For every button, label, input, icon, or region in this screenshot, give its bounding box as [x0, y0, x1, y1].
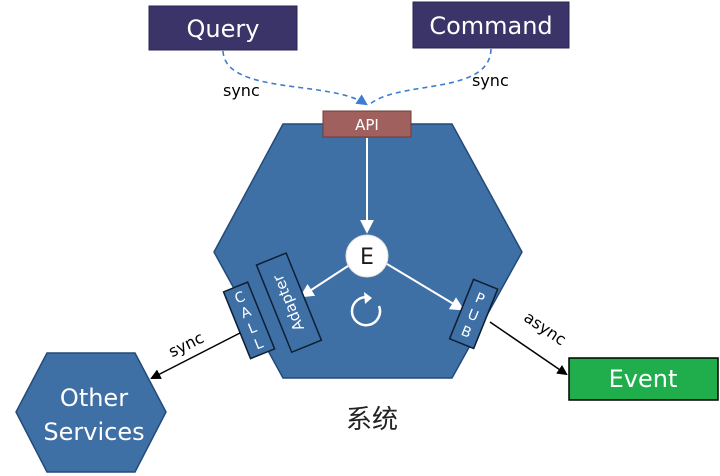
call-sync-label: sync — [165, 328, 206, 361]
pub-port: P U B — [448, 278, 499, 350]
query-to-api-arrow — [222, 50, 368, 106]
query-sync-label: sync — [223, 81, 260, 100]
other-services-label-line1: Other — [60, 384, 128, 412]
event-label: Event — [609, 365, 678, 393]
other-services-node: Other Services — [15, 352, 167, 473]
call-to-other-services-arrow — [150, 332, 241, 379]
entity-to-pub-arrow — [386, 263, 465, 311]
api-label: API — [355, 116, 379, 134]
command-sync-label: sync — [472, 71, 509, 90]
refresh-icon — [350, 292, 382, 327]
entity-label: E — [360, 245, 374, 270]
system-caption: 系统 — [346, 405, 398, 435]
pub-to-event-arrow — [489, 321, 568, 376]
command-node: Command — [412, 1, 570, 49]
command-label: Command — [429, 12, 552, 40]
entity-node: E — [345, 234, 389, 278]
call-port: C A L L — [222, 281, 276, 360]
query-label: Query — [187, 15, 260, 43]
command-to-api-arrow — [369, 48, 492, 105]
event-node: Event — [568, 357, 719, 401]
query-node: Query — [148, 5, 298, 51]
api-node: API — [322, 110, 412, 138]
pub-async-label: async — [521, 307, 570, 349]
entity-to-adapter-arrow — [299, 265, 349, 298]
other-services-label-line2: Services — [43, 418, 144, 446]
